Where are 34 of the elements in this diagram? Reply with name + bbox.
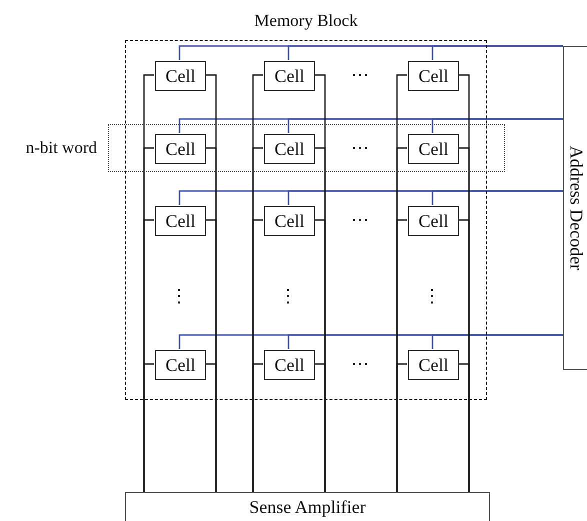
word-label: n-bit word (26, 138, 97, 158)
memory-cell: Cell (264, 134, 315, 164)
ellipsis: ⋯ (351, 139, 369, 157)
memory-cell: Cell (408, 350, 459, 380)
ellipsis: ⋮ (170, 287, 188, 305)
block-title: Memory Block (254, 11, 358, 31)
ellipsis: ⋮ (279, 287, 297, 305)
memory-cell: Cell (264, 350, 315, 380)
amplifier-label: Sense Amplifier (249, 497, 366, 518)
word-line (432, 190, 563, 205)
memory-cell: Cell (408, 206, 459, 236)
bit-line (396, 363, 407, 492)
ellipsis: ⋯ (351, 66, 369, 84)
bit-line (252, 363, 263, 492)
ellipsis: ⋯ (351, 355, 369, 373)
memory-cell: Cell (264, 206, 315, 236)
memory-cell: Cell (264, 61, 315, 91)
bit-line (314, 363, 326, 492)
memory-cell: Cell (155, 134, 206, 164)
memory-cell: Cell (408, 61, 459, 91)
bit-line (143, 363, 154, 492)
decoder-label: Address Decoder (566, 146, 586, 270)
memory-cell: Cell (155, 350, 206, 380)
word-line (432, 45, 563, 60)
word-line (432, 334, 563, 349)
ellipsis: ⋮ (423, 287, 441, 305)
amplifier-block (125, 492, 490, 521)
memory-cell: Cell (155, 61, 206, 91)
ellipsis: ⋯ (351, 211, 369, 229)
word-line (432, 118, 563, 133)
memory-cell: Cell (408, 134, 459, 164)
bit-line (458, 363, 470, 492)
bit-line (205, 363, 217, 492)
memory-cell: Cell (155, 206, 206, 236)
